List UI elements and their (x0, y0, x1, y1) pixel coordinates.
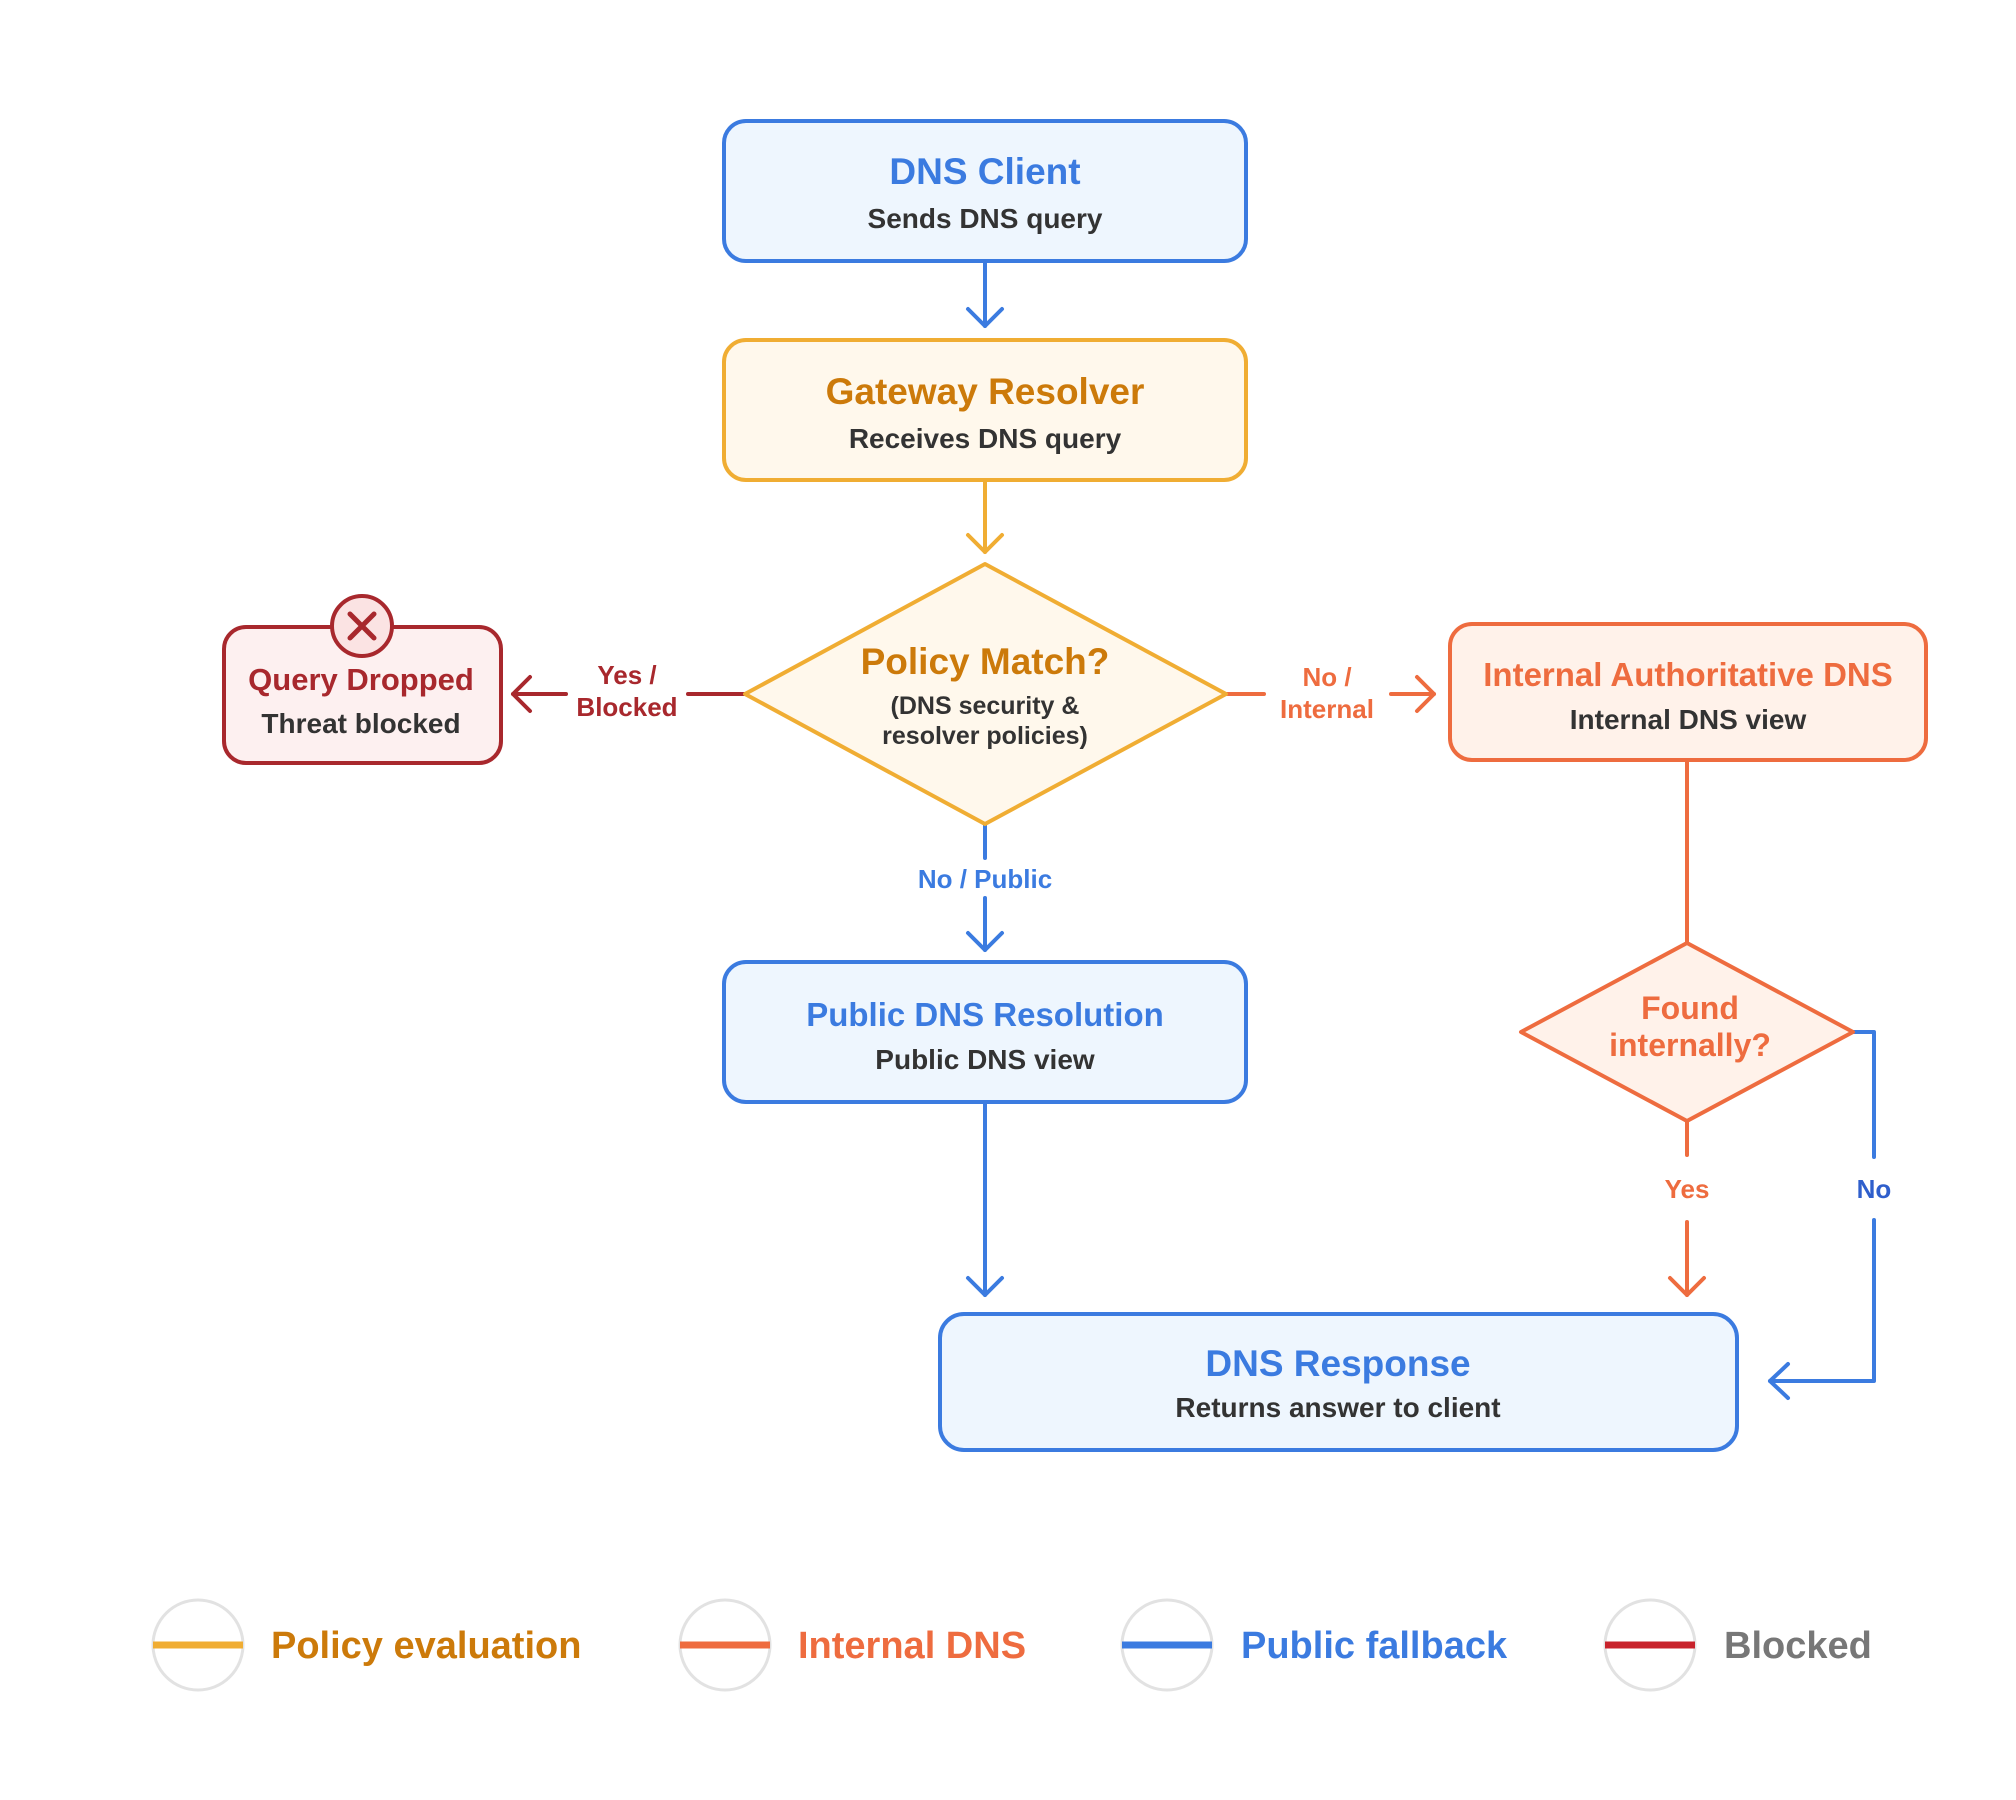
edge-label-found-no: No (1857, 1174, 1892, 1204)
node-query-dropped-subtitle: Threat blocked (261, 708, 460, 739)
arrowhead-icon (966, 1276, 1004, 1297)
node-dns-client-subtitle: Sends DNS query (868, 203, 1103, 234)
edge-found-yes (1668, 1120, 1706, 1297)
arrowhead-icon (966, 533, 1004, 554)
node-policy-match-subtitle-line1: (DNS security & (891, 692, 1080, 720)
node-dns-client-title: DNS Client (889, 151, 1080, 192)
node-public-dns-resolution: Public DNS Resolution Public DNS view (722, 960, 1248, 1104)
node-query-dropped: Query Dropped Threat blocked (222, 594, 503, 765)
node-gateway-resolver: Gateway Resolver Receives DNS query (722, 338, 1248, 482)
node-dns-client: DNS Client Sends DNS query (722, 119, 1248, 263)
node-policy-match-title: Policy Match? (861, 641, 1110, 682)
arrowhead-icon (1415, 675, 1436, 713)
x-circle-icon (330, 594, 394, 658)
legend-label: Public fallback (1241, 1625, 1508, 1667)
edge-label-internal-line2: Internal (1280, 694, 1374, 724)
node-dns-response: DNS Response Returns answer to client (938, 1312, 1739, 1452)
node-policy-match: Policy Match? (DNS security & resolver p… (743, 562, 1228, 826)
edge-gateway-to-policy (966, 479, 1004, 554)
edge-label-blocked-line2: Blocked (576, 692, 677, 722)
node-policy-match-subtitle-line2: resolver policies) (882, 722, 1088, 750)
edge-public-to-response (966, 1100, 1004, 1297)
edge-label-public: No / Public (918, 864, 1052, 894)
legend-item-internal-dns: Internal DNS (678, 1598, 1026, 1692)
edge-label-found-yes: Yes (1665, 1174, 1710, 1204)
node-public-dns-resolution-subtitle: Public DNS view (875, 1044, 1095, 1075)
node-internal-authoritative-dns-title: Internal Authoritative DNS (1483, 656, 1893, 693)
node-query-dropped-title: Query Dropped (248, 662, 474, 697)
edge-label-blocked-line1: Yes / (597, 660, 656, 690)
arrowhead-icon (966, 307, 1004, 328)
legend-item-public-fallback: Public fallback (1120, 1598, 1508, 1692)
node-public-dns-resolution-title: Public DNS Resolution (806, 996, 1164, 1033)
legend-item-policy-evaluation: Policy evaluation (151, 1598, 581, 1692)
node-gateway-resolver-subtitle: Receives DNS query (849, 423, 1122, 454)
legend-label: Policy evaluation (271, 1625, 581, 1667)
edge-policy-to-dropped (511, 675, 747, 713)
edge-policy-to-internal (1224, 675, 1436, 713)
edge-found-no (1768, 1030, 1876, 1400)
arrowhead-icon (1768, 1362, 1790, 1400)
node-dns-response-title: DNS Response (1205, 1343, 1470, 1384)
edge-policy-to-public (966, 823, 1004, 952)
node-dns-response-subtitle: Returns answer to client (1175, 1392, 1500, 1423)
legend-label: Blocked (1724, 1625, 1872, 1667)
edge-label-internal-line1: No / (1302, 662, 1351, 692)
node-found-internally: Found internally? (1519, 941, 1855, 1123)
arrowhead-icon (1668, 1276, 1706, 1297)
node-internal-authoritative-dns-subtitle: Internal DNS view (1570, 704, 1807, 735)
edge-client-to-gateway (966, 260, 1004, 328)
legend-item-blocked: Blocked (1603, 1598, 1872, 1692)
legend: Policy evaluation Internal DNS Public fa… (151, 1598, 1872, 1692)
node-gateway-resolver-title: Gateway Resolver (826, 371, 1145, 412)
arrowhead-icon (511, 675, 532, 713)
legend-label: Internal DNS (798, 1625, 1026, 1667)
arrowhead-icon (966, 931, 1004, 952)
node-found-internally-title-line2: internally? (1609, 1027, 1771, 1063)
node-found-internally-title-line1: Found (1641, 990, 1739, 1026)
node-internal-authoritative-dns: Internal Authoritative DNS Internal DNS … (1448, 622, 1928, 762)
